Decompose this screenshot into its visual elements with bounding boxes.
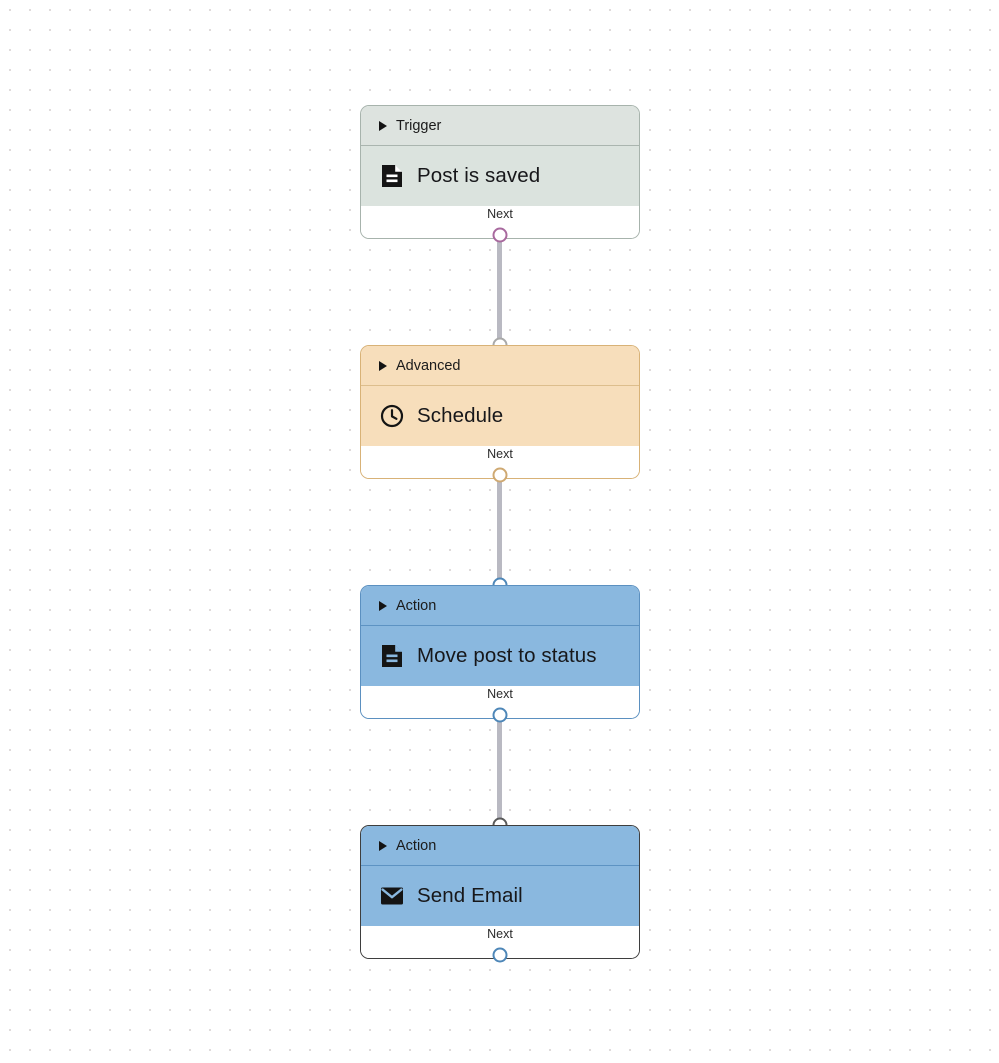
node-footer-label: Next <box>487 927 513 941</box>
node-header-trigger[interactable]: Trigger <box>361 106 639 146</box>
connector-out-trigger[interactable] <box>492 227 507 243</box>
envelope-icon <box>379 883 405 909</box>
document-icon <box>379 643 405 669</box>
node-header-action[interactable]: Action <box>361 586 639 626</box>
node-title: Schedule <box>417 404 504 427</box>
node-footer-next[interactable]: Next <box>361 926 639 958</box>
node-category-label: Action <box>396 597 437 614</box>
workflow-node-action-move-post-to-status[interactable]: Action Move post to status Next <box>360 585 640 719</box>
node-body-action[interactable]: Move post to status <box>361 626 639 686</box>
edge-advanced-to-action-1[interactable] <box>497 475 502 585</box>
workflow-node-advanced-schedule[interactable]: Advanced Schedule Next <box>360 345 640 479</box>
node-header-action[interactable]: Action <box>361 826 639 866</box>
connector-out-action-move-post[interactable] <box>492 707 507 723</box>
document-icon <box>379 163 405 189</box>
connector-out-action-send-email[interactable] <box>492 947 507 963</box>
connector-out-advanced[interactable] <box>492 467 507 483</box>
chevron-right-icon[interactable] <box>379 360 387 371</box>
node-title: Post is saved <box>417 164 541 187</box>
edge-trigger-to-advanced[interactable] <box>497 235 502 345</box>
chevron-right-icon[interactable] <box>379 840 387 851</box>
chevron-right-icon[interactable] <box>379 120 387 131</box>
node-body-advanced[interactable]: Schedule <box>361 386 639 446</box>
node-footer-label: Next <box>487 207 513 221</box>
node-category-label: Action <box>396 837 437 854</box>
node-category-label: Advanced <box>396 357 461 374</box>
node-category-label: Trigger <box>396 117 442 134</box>
node-title: Move post to status <box>417 644 597 667</box>
clock-icon <box>379 403 405 429</box>
node-footer-label: Next <box>487 447 513 461</box>
node-body-trigger[interactable]: Post is saved <box>361 146 639 206</box>
node-footer-label: Next <box>487 687 513 701</box>
node-title: Send Email <box>417 884 523 907</box>
chevron-right-icon[interactable] <box>379 600 387 611</box>
edge-action-1-to-action-2[interactable] <box>497 715 502 825</box>
workflow-node-trigger-post-is-saved[interactable]: Trigger Post is saved Next <box>360 105 640 239</box>
node-header-advanced[interactable]: Advanced <box>361 346 639 386</box>
workflow-node-action-send-email[interactable]: Action Send Email Next <box>360 825 640 959</box>
node-body-action[interactable]: Send Email <box>361 866 639 926</box>
